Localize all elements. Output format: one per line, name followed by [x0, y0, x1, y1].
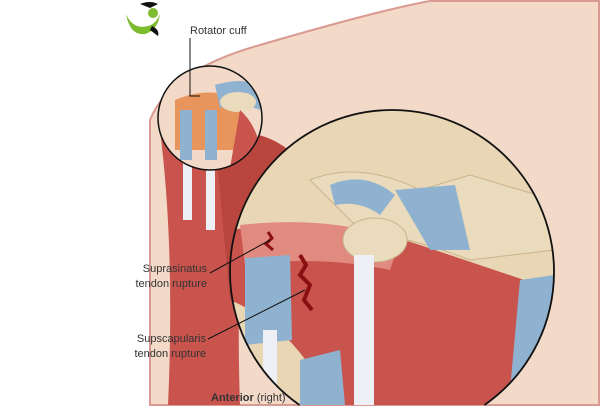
- rotator-cuff-leader: [189, 38, 200, 97]
- large-magnifier-circle: [229, 109, 555, 406]
- supraspinatus-label: Suprasinatus tendon rupture: [90, 262, 207, 292]
- view-caption: Anterior (right): [211, 391, 286, 406]
- leaf-logo-icon: [126, 2, 160, 36]
- subscapularis-label-line1: Supscapularis: [136, 333, 206, 345]
- small-magnifier-circle: [157, 65, 263, 171]
- subscapularis-label: Supscapularis tendon rupture: [90, 332, 206, 362]
- small-detail: [158, 66, 262, 170]
- subscapularis-tear: [297, 253, 314, 312]
- supraspinatus-leader: [209, 239, 271, 274]
- large-detail: [230, 110, 555, 405]
- supraspinatus-label-line2: tendon rupture: [135, 278, 207, 290]
- view-caption-bold: Anterior: [211, 392, 254, 404]
- rotator-cuff-label: Rotator cuff: [190, 25, 247, 37]
- view-caption-rest: (right): [253, 392, 286, 404]
- subscapularis-label-line2: tendon rupture: [134, 348, 206, 360]
- subscapularis-leader: [207, 289, 306, 340]
- supraspinatus-label-line1: Suprasinatus: [142, 263, 207, 275]
